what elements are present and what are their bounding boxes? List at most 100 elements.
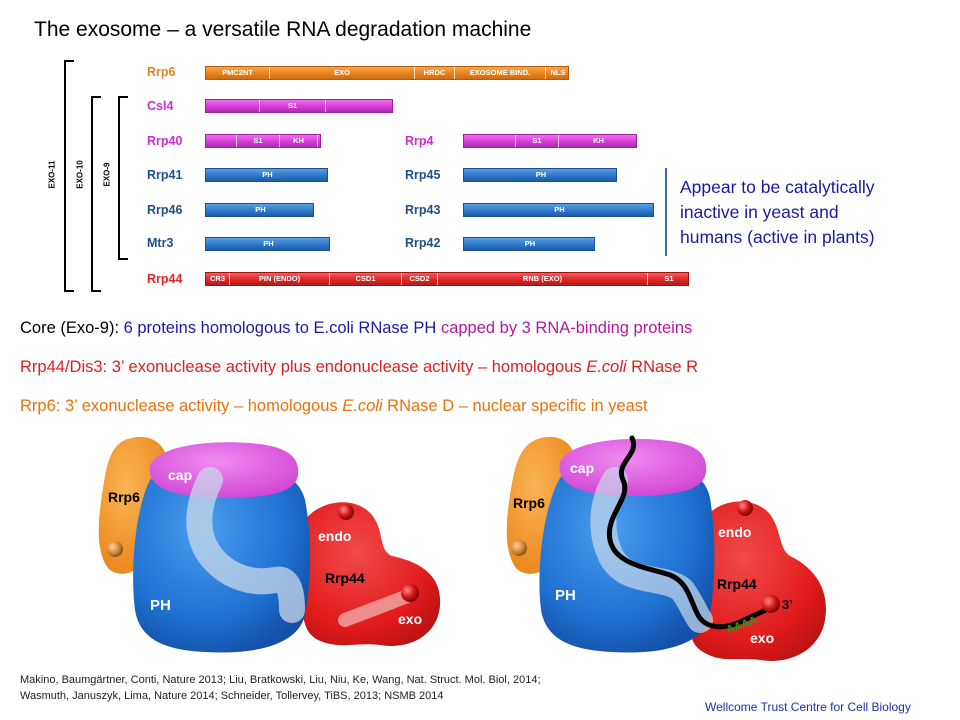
rrp44-text-a: Rrp44/Dis3: 3’ exonuclease activity plus… [20,358,587,376]
domain-exosome-bind: EXOSOME BIND. [455,67,546,79]
endo-label: endo [718,524,751,540]
references: Makino, Baumgärtner, Conti, Nature 2013;… [20,672,541,704]
exo-label: exo [398,611,422,627]
domain-rrp40-n [206,135,237,147]
endo-site [338,504,354,520]
domain-ph: PH [263,239,274,248]
domain-cr3: CR3 [206,273,230,285]
domain-kh: KH [280,135,318,147]
channel [186,467,305,623]
domain-pin-endo: PIN (ENDO) [230,273,330,285]
cap-label: cap [168,467,192,483]
institution-footer: Wellcome Trust Centre for Cell Biology [705,700,911,714]
core-ph-text: 6 proteins homologous to E.coli RNase PH [123,319,441,337]
domain-s1: S1 [516,135,559,147]
core-statement: Core (Exo-9): 6 proteins homologous to E… [20,319,692,338]
rrp44-statement: Rrp44/Dis3: 3’ exonuclease activity plus… [20,358,698,377]
mtr3-domain-bar: PH [205,237,330,251]
rrp45-domain-bar: PH [463,168,617,182]
rrp40-domain-bar: S1 KH [205,134,321,148]
csl4-domain-bar: S1 [205,99,393,113]
note-divider [665,168,667,256]
exo11-label: EXO-11 [47,160,57,189]
domain-hrdc: HRDC [415,67,455,79]
protein-label-rrp42: Rrp42 [405,236,441,250]
rrp44-shape [689,501,826,661]
rrp41-domain-bar: PH [205,168,328,182]
rrp6-domain-bar: PMC2NT EXO HRDC EXOSOME BIND. NLS [205,66,569,80]
rrp44-text-b: RNase R [626,358,699,376]
three-prime-label: 3’ [782,597,793,612]
rrp6-statement: Rrp6: 3’ exonuclease activity – homologo… [20,397,648,416]
domain-csd1: CSD1 [330,273,402,285]
rrp6-shape [506,436,577,574]
slide-title: The exosome – a versatile RNA degradatio… [34,18,532,41]
exo10-bracket [91,96,101,292]
protein-label-rrp41: Rrp41 [147,168,183,182]
endo-site [737,500,753,516]
rrp44-ecoli: E.coli [586,358,627,376]
rrp44-label: Rrp44 [325,570,365,586]
domain-rrp40-c [318,135,322,147]
ph-label: PH [555,587,576,604]
protein-label-rrp40: Rrp40 [147,134,183,148]
domain-s1: S1 [260,100,326,112]
domain-csd2: CSD2 [402,273,438,285]
exosome-illustrations: cap Rrp6 PH endo Rrp44 exo cap Rrp6 PH e… [98,435,826,661]
cap-shape [559,438,707,496]
exo-site [762,595,780,613]
domain-kh: KH [593,136,604,145]
rrp42-domain-bar: PH [463,237,595,251]
rrp44-domain-bar: CR3 PIN (ENDO) CSD1 CSD2 RNB (EXO) S1 [205,272,689,286]
cap-shape [149,442,299,498]
cap-label: cap [570,460,594,476]
rrp6-bead [107,541,123,557]
rrp6-label: Rrp6 [108,489,140,505]
core-prefix: Core (Exo-9): [20,319,124,337]
rrp44-shape [300,502,441,646]
note-line-1: Appear to be catalytically [680,177,875,197]
rna-strand [606,435,778,630]
domain-ph: PH [262,170,273,179]
rrp6-ecoli: E.coli [342,397,383,415]
reference-line-1: Makino, Baumgärtner, Conti, Nature 2013;… [20,674,541,686]
exo10-label: EXO-10 [75,160,85,189]
ph-label: PH [150,597,171,614]
domain-s1: S1 [237,135,280,147]
ph-ring-shape [539,459,715,653]
reference-line-2: Wasmuth, Januszyk, Lima, Nature 2014; Sc… [20,690,444,702]
domain-ph: PH [255,205,266,214]
rrp4-domain-bar: S1 KH [463,134,639,148]
exo11-bracket [64,60,74,292]
domain-csl4-c [326,100,394,112]
domain-csl4-n [206,100,260,112]
protein-label-rrp46: Rrp46 [147,203,183,217]
channel-to-exo [338,590,412,627]
domain-pmc2nt: PMC2NT [206,67,270,79]
domain-rrp4-c [638,135,639,147]
rrp6-text-b: RNase D – nuclear specific in yeast [382,397,648,415]
note-line-2: inactive in yeast and [680,202,839,222]
domain-rrp4-n [464,135,516,147]
protein-label-csl4: Csl4 [147,99,174,113]
rrp46-domain-bar: PH [205,203,314,217]
domain-rnb-exo: RNB (EXO) [438,273,648,285]
domain-ph: PH [535,170,547,179]
rrp6-text-a: Rrp6: 3’ exonuclease activity – homologo… [20,397,343,415]
domain-s1: S1 [664,274,674,283]
rrp44-label: Rrp44 [717,576,757,592]
protein-label-rrp44: Rrp44 [147,272,183,286]
exo-label: exo [750,630,774,646]
domain-exo: EXO [270,67,415,79]
rrp43-domain-bar: PH [463,203,654,217]
protein-label-rrp45: Rrp45 [405,168,441,182]
domain-nls: NLS [550,68,566,77]
protein-label-rrp43: Rrp43 [405,203,441,217]
protein-label-rrp4: Rrp4 [405,134,434,148]
domain-ph: PH [554,205,565,214]
endo-label: endo [318,528,351,544]
exo-site [401,584,419,602]
exosome-right: cap Rrp6 PH endo Rrp44 AAAA 3’ exo [506,435,826,661]
note-line-3: humans (active in plants) [680,227,875,247]
rrp6-label: Rrp6 [513,495,545,511]
